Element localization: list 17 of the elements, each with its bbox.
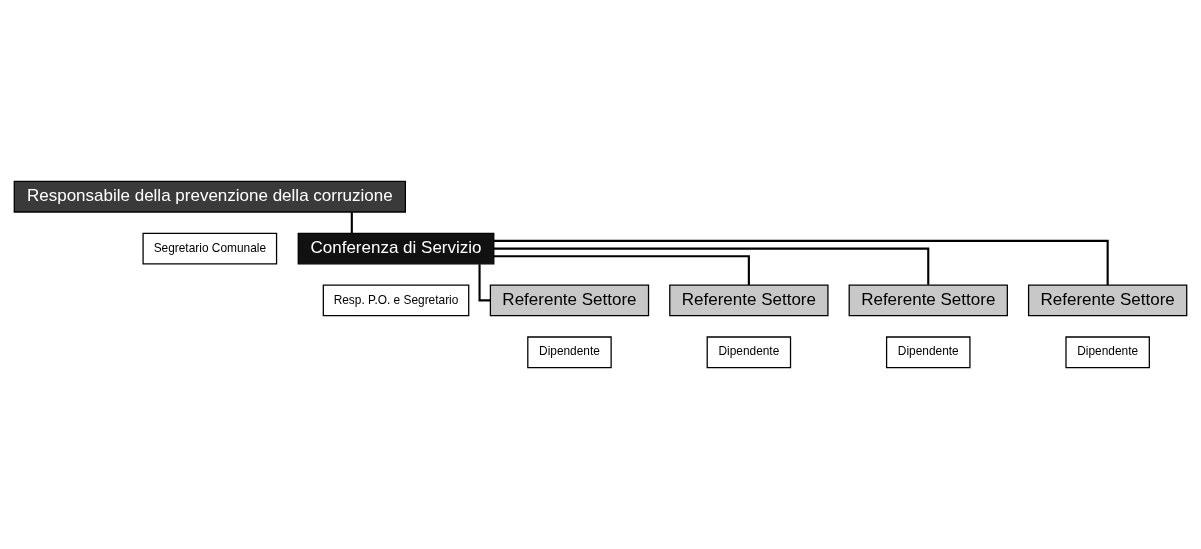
connector (350, 212, 353, 233)
node-box: Dipendente (527, 336, 612, 369)
node-box: Referente Settore (489, 284, 650, 317)
node-box: Conferenza di Servizio (297, 232, 495, 265)
node-box: Responsabile della prevenzione della corruzione (13, 180, 406, 213)
node-box: Referente Settore (1027, 284, 1188, 317)
node-box: Resp. P.O. e Segretario (322, 284, 470, 317)
node-box: Segretario Comunale (142, 232, 278, 265)
connector (493, 247, 930, 285)
connector (493, 239, 1109, 286)
connector (493, 255, 750, 285)
node-box: Dipendente (885, 336, 971, 369)
node-box: Dipendente (1065, 336, 1150, 369)
node-box: Referente Settore (669, 284, 829, 317)
node-box: Dipendente (706, 336, 792, 369)
node-box: Referente Settore (848, 284, 1008, 317)
connector (478, 264, 491, 302)
